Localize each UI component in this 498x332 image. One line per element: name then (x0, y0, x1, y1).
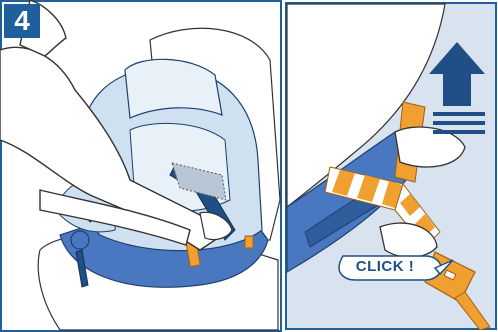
detail-inset-panel (285, 2, 497, 330)
step-number-badge: 4 (4, 4, 40, 38)
car-seat-illustration (0, 0, 282, 332)
click-callout-label: CLICK ! (343, 255, 427, 279)
main-illustration-panel: 4 (0, 0, 282, 332)
buckle-detail-illustration (285, 2, 497, 330)
